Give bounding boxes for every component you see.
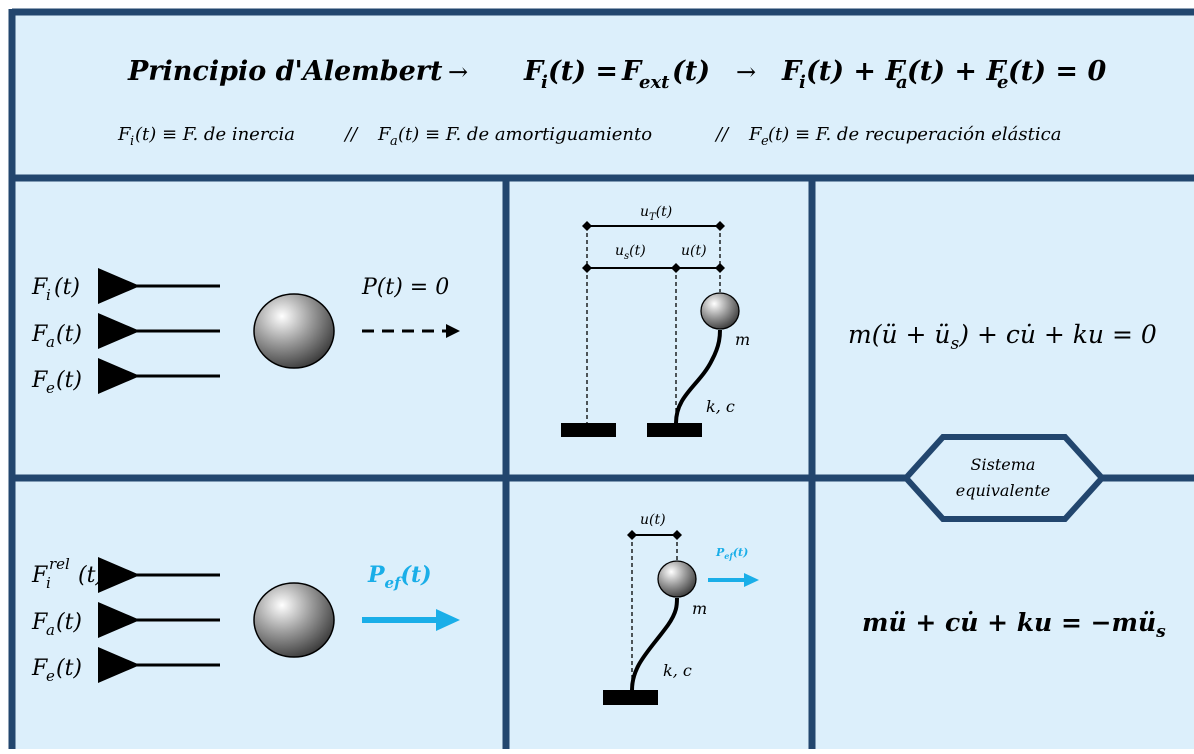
- svg-text:(t) + F: (t) + F: [907, 56, 1007, 87]
- equivalent-system-badge: Sistema equivalente: [901, 434, 1107, 522]
- svg-text:rel: rel: [49, 555, 70, 573]
- mass-ball: [253, 293, 335, 369]
- header-panel: [12, 12, 1194, 178]
- svg-text://: //: [714, 124, 730, 145]
- svg-text:i: i: [130, 134, 134, 149]
- stiffness-label-2: k, c: [663, 661, 692, 680]
- top-structure: uT(t) us(t) u(t) m k, c: [561, 204, 750, 437]
- total-disp-label: uT(t): [640, 204, 672, 223]
- flexible-column-2: [630, 597, 679, 691]
- effective-load-arrowhead: [436, 609, 460, 631]
- svg-text:(t): (t): [56, 368, 82, 393]
- svg-text:Sistema: Sistema: [971, 455, 1036, 474]
- svg-text:i: i: [46, 574, 51, 592]
- svg-text:a: a: [390, 134, 398, 149]
- svg-text:e: e: [46, 667, 55, 685]
- ground-base-right: [647, 423, 702, 437]
- svg-text:(t): (t): [56, 322, 82, 347]
- mass-label: m: [735, 330, 750, 349]
- bottom-free-body: F i rel (t) F a (t) F e (t) Pef(t): [31, 555, 460, 685]
- equation-sum-forces: Fi (t) + Fa (t) + Fe (t) = 0: [781, 56, 1106, 93]
- arrow-right-1: →: [448, 58, 468, 86]
- load-zero-label: P(t) = 0: [361, 275, 449, 300]
- equation-fi-fext: F i (t) = F ext (t): [523, 56, 710, 93]
- svg-text:a: a: [896, 72, 908, 93]
- svg-text:F: F: [748, 124, 763, 145]
- grid-borders: [8, 8, 1194, 749]
- svg-text:e: e: [997, 72, 1008, 93]
- svg-text:F: F: [31, 368, 48, 393]
- mass-label-2: m: [692, 599, 707, 618]
- svg-text:(t) =: (t) =: [548, 56, 618, 87]
- svg-text:F: F: [523, 56, 545, 87]
- svg-text:(t) + F: (t) + F: [806, 56, 906, 87]
- svg-text:a: a: [46, 333, 55, 351]
- svg-text:(t) ≡ F. de inercia: (t) ≡ F. de inercia: [135, 124, 295, 145]
- svg-text:(t): (t): [54, 275, 80, 300]
- flexible-column: [674, 329, 722, 424]
- top-equation: m(ü + üs) + cu̇ + ku = 0: [848, 320, 1157, 354]
- ground-disp-label: us(t): [615, 243, 646, 262]
- svg-text:i: i: [46, 286, 51, 304]
- svg-text:F: F: [31, 656, 48, 681]
- top-force-labels: F i (t) F a (t) F e (t): [31, 275, 82, 397]
- zero-load-arrowhead: [446, 324, 460, 338]
- header: Principio d'Alembert → F i (t) = F ext (…: [117, 56, 1106, 149]
- definitions-line: F i (t) ≡ F. de inercia // F a (t) ≡ F. …: [117, 124, 1061, 149]
- structure-mass: [700, 292, 740, 330]
- svg-text:e: e: [46, 379, 55, 397]
- svg-text:e: e: [761, 134, 769, 149]
- svg-text:(t) ≡ F. de recuperación elást: (t) ≡ F. de recuperación elástica: [768, 124, 1061, 145]
- svg-text:F: F: [31, 275, 48, 300]
- mass-ball-2: [253, 582, 335, 658]
- bottom-structure: u(t) Pef(t) m k, c: [603, 512, 759, 705]
- svg-text:F: F: [377, 124, 392, 145]
- structure-mass-2: [657, 560, 697, 598]
- svg-text:(t) ≡ F. de amortiguamiento: (t) ≡ F. de amortiguamiento: [398, 124, 652, 145]
- stiffness-label: k, c: [706, 397, 735, 416]
- svg-text:F: F: [781, 56, 803, 87]
- svg-text:(t) = 0: (t) = 0: [1008, 56, 1106, 87]
- relative-disp-label-2: u(t): [640, 512, 666, 528]
- svg-text:a: a: [46, 621, 55, 639]
- effective-load-label: Pef(t): [367, 562, 432, 592]
- svg-text:(t): (t): [672, 56, 710, 87]
- svg-text:F: F: [117, 124, 132, 145]
- svg-text:equivalente: equivalente: [956, 481, 1051, 500]
- svg-text:(t): (t): [56, 656, 82, 681]
- bottom-mid-panel: [506, 478, 812, 749]
- bottom-right-panel: [812, 478, 1194, 749]
- top-free-body: F i (t) F a (t) F e (t) P(t) = 0: [31, 268, 460, 397]
- principle-title: Principio d'Alembert: [127, 56, 443, 87]
- svg-text:(t): (t): [78, 563, 104, 588]
- svg-text:i: i: [541, 72, 548, 93]
- ground-base-left: [561, 423, 616, 437]
- ground-base-3: [603, 690, 658, 705]
- bottom-equation: mü + cu̇ + ku = −müs: [862, 608, 1166, 642]
- arrow-right-2: →: [736, 58, 756, 86]
- svg-text:F: F: [621, 56, 643, 87]
- top-right-panel: [812, 178, 1194, 478]
- svg-text:F: F: [31, 563, 48, 588]
- svg-text:ext: ext: [639, 72, 670, 93]
- small-load-label: Pef(t): [715, 546, 748, 561]
- svg-text:F: F: [31, 322, 48, 347]
- svg-text:F: F: [31, 610, 48, 635]
- relative-disp-label: u(t): [681, 243, 707, 259]
- svg-text:i: i: [799, 72, 806, 93]
- svg-text://: //: [343, 124, 359, 145]
- svg-text:(t): (t): [56, 610, 82, 635]
